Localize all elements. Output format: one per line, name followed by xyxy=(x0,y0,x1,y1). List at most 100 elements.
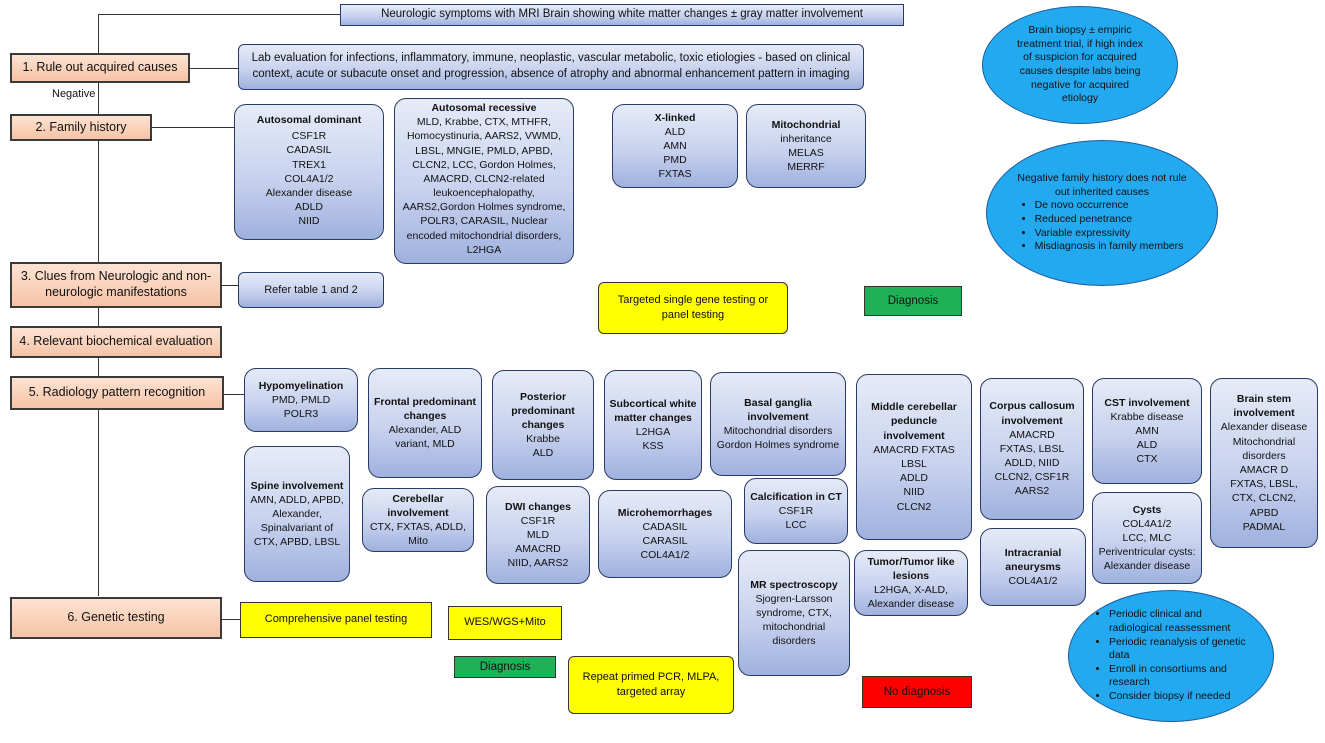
tumor-title: Tumor/Tumor like lesions xyxy=(867,555,955,582)
spine-title: Spine involvement xyxy=(250,479,344,492)
step-1-label: 1. Rule out acquired causes xyxy=(22,60,178,75)
targeted-testing-box: Targeted single gene testing or panel te… xyxy=(598,282,788,334)
family-oval-item: Variable expressivity xyxy=(1035,227,1184,241)
aneurysm-card: Intracranial aneurysms COL4A1/2 xyxy=(980,528,1086,606)
cysts-card: Cysts COL4A1/2 LCC, MLC Periventricular … xyxy=(1092,492,1202,584)
basal-ganglia-card: Basal ganglia involvement Mitochondrial … xyxy=(710,372,846,476)
periodic-item: Consider biopsy if needed xyxy=(1109,690,1247,704)
hypomyelination-card: Hypomyelination PMD, PMLD POLR3 xyxy=(244,368,358,432)
subcortical-item: L2HGA xyxy=(635,426,671,438)
mito-title: Mitochondrial xyxy=(771,118,841,131)
dwi-item: MLD xyxy=(526,528,550,541)
step-4-biochemical: 4. Relevant biochemical evaluation xyxy=(10,326,222,358)
autosomal-recessive-card: Autosomal recessive MLD, Krabbe, CTX, MT… xyxy=(394,98,574,264)
header-box: Neurologic symptoms with MRI Brain showi… xyxy=(340,4,904,26)
repeat-pcr-text: Repeat primed PCR, MLPA, targeted array xyxy=(582,670,720,698)
top-connector-line xyxy=(98,14,340,15)
brainstem-item: PADMAL xyxy=(1242,520,1286,533)
cysts-item: COL4A1/2 xyxy=(1122,517,1172,530)
brainstem-item: AMACR D xyxy=(1239,464,1289,476)
basal-item: Gordon Holmes syndrome xyxy=(716,439,840,452)
posterior-item: ALD xyxy=(532,447,554,460)
microhem-item: CARASIL xyxy=(642,535,688,547)
microhem-title: Microhemorrhages xyxy=(617,506,713,519)
mitochondrial-card: Mitochondrial inheritance MELAS MERRF xyxy=(746,104,866,188)
step-6-label: 6. Genetic testing xyxy=(67,610,165,625)
basal-title: Basal ganglia involvement xyxy=(744,396,812,423)
microhem-item: CADASIL xyxy=(642,520,688,533)
dwi-card: DWI changes CSF1R MLD AMACRD NIID, AARS2 xyxy=(486,486,590,584)
xl-item: PMD xyxy=(663,154,687,167)
family-oval-title: Negative family history does not rule ou… xyxy=(1017,172,1187,198)
refer-tables-box: Refer table 1 and 2 xyxy=(238,272,384,308)
diagnosis-box-bottom: Diagnosis xyxy=(454,656,556,678)
cc-item: AARS2 xyxy=(1014,485,1050,498)
cc-title: Corpus callosum involvement xyxy=(989,400,1075,427)
step-3-label: 3. Clues from Neurologic and non-neurolo… xyxy=(20,269,212,299)
posterior-item: Krabbe xyxy=(526,433,560,446)
periodic-item: Periodic clinical and radiological reass… xyxy=(1109,608,1247,635)
step-5-label: 5. Radiology pattern recognition xyxy=(28,385,206,400)
dwi-item: NIID, AARS2 xyxy=(507,557,569,570)
lab-evaluation-box: Lab evaluation for infections, inflammat… xyxy=(238,44,864,90)
brainstem-item: Alexander disease xyxy=(1220,421,1308,434)
cst-item: ALD xyxy=(1136,439,1158,452)
step-3-clues: 3. Clues from Neurologic and non-neurolo… xyxy=(10,262,222,308)
diagnosis-bottom-text: Diagnosis xyxy=(479,661,531,673)
family-oval-item: Reduced penetrance xyxy=(1035,213,1184,227)
mcp-item: CLCN2 xyxy=(896,500,932,513)
aneurysm-title: Intracranial aneurysms xyxy=(1004,546,1062,573)
cysts-item: LCC, MLC xyxy=(1122,531,1172,544)
xl-title: X-linked xyxy=(654,111,696,124)
step-6-genetic-testing: 6. Genetic testing xyxy=(10,597,222,639)
refer-tables-text: Refer table 1 and 2 xyxy=(264,283,358,296)
mrs-item: Sjogren-Larsson syndrome, CTX, mitochond… xyxy=(755,592,833,648)
ad-item: TREX1 xyxy=(292,158,326,171)
family-oval-item: De novo occurrence xyxy=(1035,199,1184,213)
ad-title: Autosomal dominant xyxy=(256,114,362,126)
ar-text: MLD, Krabbe, CTX, MTHFR, Homocystinuria,… xyxy=(402,116,566,256)
targeted-testing-text: Targeted single gene testing or panel te… xyxy=(617,293,769,321)
frontal-card: Frontal predominant changes Alexander, A… xyxy=(368,368,482,478)
brainstem-item: Mitochondrial disorders xyxy=(1232,435,1296,462)
ad-item: Alexander disease xyxy=(265,186,353,199)
calc-item: CSF1R xyxy=(778,504,814,517)
cc-item: FXTAS, LBSL xyxy=(999,442,1065,455)
biopsy-oval-text: Brain biopsy ± empiric treatment trial, … xyxy=(1016,24,1144,105)
step-1-rule-out: 1. Rule out acquired causes xyxy=(10,53,190,83)
cc-item: CLCN2, CSF1R xyxy=(994,471,1070,484)
xl-item: AMN xyxy=(663,139,687,152)
connector-step1 xyxy=(190,68,238,69)
tumor-card: Tumor/Tumor like lesions L2HGA, X-ALD, A… xyxy=(854,550,968,616)
periodic-item: Enroll in consortiums and research xyxy=(1109,663,1247,690)
brainstem-title: Brain stem involvement xyxy=(1233,393,1295,420)
x-linked-card: X-linked ALD AMN PMD FXTAS xyxy=(612,104,738,188)
subcortical-card: Subcortical white matter changes L2HGA K… xyxy=(604,370,702,480)
ar-title: Autosomal recessive xyxy=(431,102,537,114)
brainstem-item: FXTAS, LBSL, xyxy=(1230,478,1298,491)
posterior-title: Posterior predominant changes xyxy=(511,390,575,431)
mrs-title: MR spectroscopy xyxy=(750,578,838,591)
cst-item: CTX xyxy=(1136,453,1158,466)
connector-step6 xyxy=(222,619,242,620)
cerebellar-card: Cerebellar involvement CTX, FXTAS, ADLD,… xyxy=(362,488,474,552)
cst-title: CST involvement xyxy=(1104,396,1190,409)
biopsy-oval: Brain biopsy ± empiric treatment trial, … xyxy=(982,6,1178,124)
mcp-item: AMACRD FXTAS xyxy=(873,443,955,456)
step-5-radiology: 5. Radiology pattern recognition xyxy=(10,376,224,410)
periodic-reassessment-oval: Periodic clinical and radiological reass… xyxy=(1068,590,1274,722)
connector-step5 xyxy=(224,394,244,395)
xl-item: FXTAS xyxy=(658,168,692,181)
mcp-card: Middle cerebellar peduncle involvement A… xyxy=(856,374,972,540)
spine-item: AMN, ADLD, APBD, Alexander, Spinalvarian… xyxy=(250,493,344,549)
mcp-item: ADLD xyxy=(899,472,928,485)
microhemorrhages-card: Microhemorrhages CADASIL CARASIL COL4A1/… xyxy=(598,490,732,578)
ad-item: NIID xyxy=(298,215,320,228)
step-2-family-history: 2. Family history xyxy=(10,114,152,141)
header-text: Neurologic symptoms with MRI Brain showi… xyxy=(381,8,863,21)
family-oval-item: Misdiagnosis in family members xyxy=(1035,240,1184,254)
connector-step2 xyxy=(152,127,234,128)
brain-stem-card: Brain stem involvement Alexander disease… xyxy=(1210,378,1318,548)
repeat-pcr-box: Repeat primed PCR, MLPA, targeted array xyxy=(568,656,734,714)
mcp-title: Middle cerebellar peduncle involvement xyxy=(871,401,957,442)
